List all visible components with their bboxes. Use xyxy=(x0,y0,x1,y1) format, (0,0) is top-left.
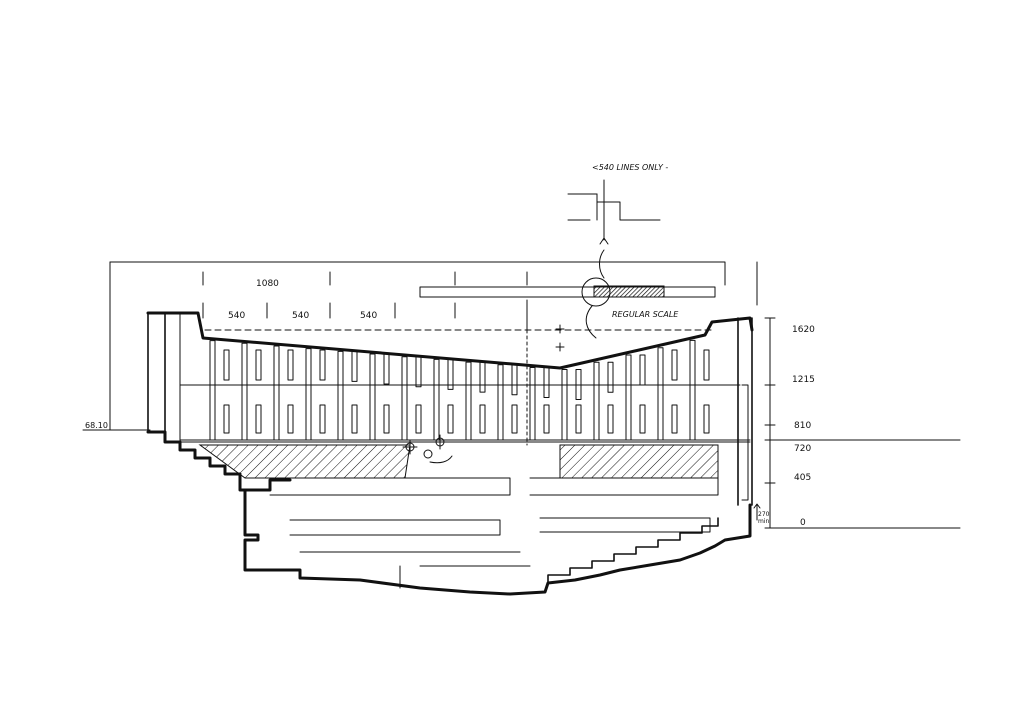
window-slot xyxy=(639,404,646,434)
facade-fin xyxy=(209,340,216,441)
level-lines xyxy=(179,384,751,443)
dim-540-a: 540 xyxy=(228,311,245,321)
window-slot xyxy=(319,404,326,434)
window-slot xyxy=(287,349,294,381)
note-top: <540 LINES ONLY - xyxy=(592,163,668,172)
window-slot xyxy=(415,404,422,434)
level-left: 68.10 xyxy=(85,421,108,430)
window-slot xyxy=(575,369,582,401)
window-slot xyxy=(575,404,582,434)
window-slot xyxy=(383,404,390,434)
detail-callout xyxy=(567,179,661,279)
facade-fin xyxy=(305,348,312,441)
window-slot xyxy=(415,356,422,388)
window-slot xyxy=(703,349,710,381)
dim-540-b: 540 xyxy=(292,311,309,321)
window-slot xyxy=(351,350,358,382)
facade-fin xyxy=(241,342,248,441)
facade-fin xyxy=(561,369,568,441)
level-720: 720 xyxy=(794,444,811,454)
level-datums xyxy=(753,317,776,529)
dim-540-c: 540 xyxy=(360,311,377,321)
window-slot xyxy=(703,404,710,434)
min-note-b: min xyxy=(758,518,770,525)
window-slot xyxy=(607,404,614,434)
facade-fins xyxy=(209,339,710,441)
window-slot xyxy=(351,404,358,434)
window-slot xyxy=(671,349,678,381)
facade-fin xyxy=(625,354,632,441)
window-slot xyxy=(511,404,518,434)
right-wall xyxy=(737,317,753,506)
balconies xyxy=(269,477,719,589)
facade-fin xyxy=(337,350,344,441)
level-405: 405 xyxy=(794,473,811,483)
facade-fin xyxy=(657,347,664,441)
facade-fin xyxy=(401,356,408,441)
level-1620: 1620 xyxy=(792,325,815,335)
window-slot xyxy=(255,404,262,434)
left-steps xyxy=(146,430,292,492)
facade-fin xyxy=(593,361,600,441)
hall-body xyxy=(243,488,752,596)
markers xyxy=(402,324,565,464)
left-wall xyxy=(147,312,181,441)
hatched-tiers xyxy=(198,444,719,479)
window-slot xyxy=(383,353,390,385)
facade-fin xyxy=(369,353,376,441)
facade-fin xyxy=(529,366,536,441)
window-slot xyxy=(447,404,454,434)
window-slot xyxy=(671,404,678,434)
window-slot xyxy=(287,404,294,434)
top-dimension-ticks xyxy=(202,271,528,331)
right-steps xyxy=(547,517,719,584)
window-slot xyxy=(543,366,550,398)
regular-scale-note: REGULAR SCALE xyxy=(612,310,679,319)
facade-fin xyxy=(465,361,472,441)
window-slot xyxy=(639,354,646,386)
level-0: 0 xyxy=(800,518,806,528)
window-slot xyxy=(607,361,614,393)
window-slot xyxy=(319,349,326,381)
roof-band xyxy=(419,277,716,339)
window-slot xyxy=(255,349,262,381)
window-slot xyxy=(511,364,518,396)
window-slot xyxy=(479,361,486,393)
window-slot xyxy=(447,358,454,390)
facade-fin xyxy=(273,345,280,441)
window-slot xyxy=(223,349,230,381)
facade-fin xyxy=(497,364,504,441)
window-slot xyxy=(543,404,550,434)
window-slot xyxy=(479,404,486,434)
dim-1080: 1080 xyxy=(256,279,279,289)
facade-fin xyxy=(433,358,440,441)
reference-frame xyxy=(82,261,961,529)
roof-profile xyxy=(146,311,754,370)
min-note-a: 270 xyxy=(758,511,770,518)
level-810: 810 xyxy=(794,421,811,431)
facade-fin xyxy=(689,339,696,441)
window-slot xyxy=(223,404,230,434)
level-1215: 1215 xyxy=(792,375,815,385)
